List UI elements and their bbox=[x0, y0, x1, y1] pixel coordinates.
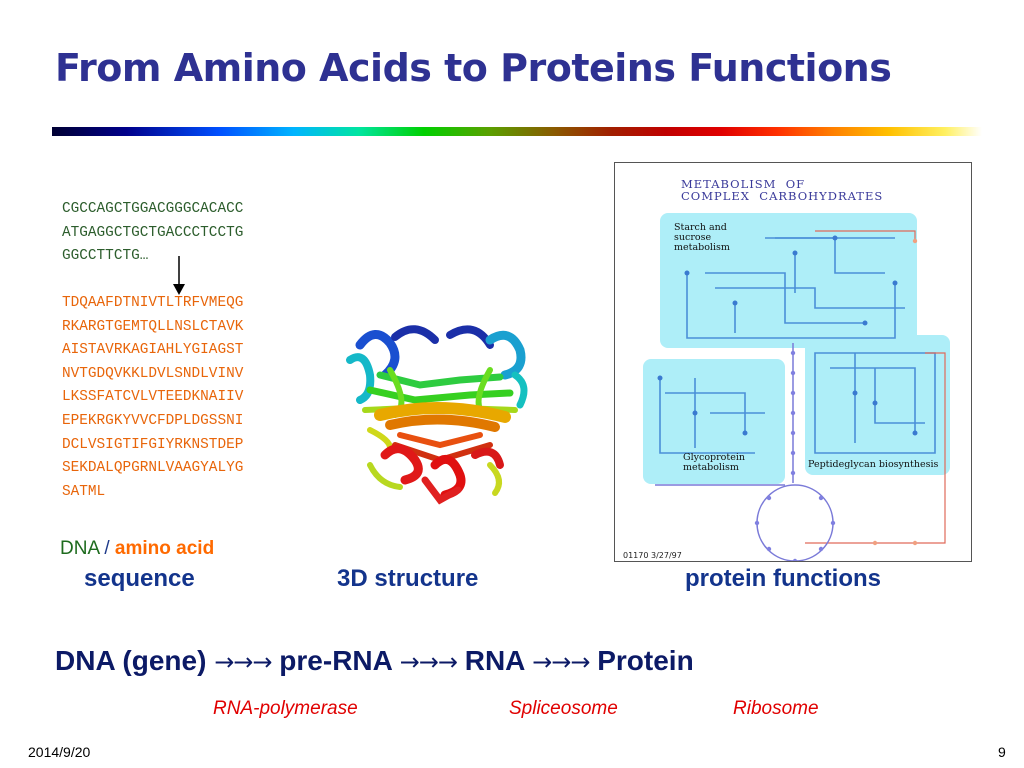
structure-caption: 3D structure bbox=[337, 565, 479, 592]
dogma-arrows-3: →→→ bbox=[532, 648, 590, 676]
dogma-pre-rna: pre-RNA bbox=[279, 645, 392, 676]
glycoprotein-pathway-panel bbox=[643, 359, 785, 484]
protein-structure-image bbox=[340, 315, 540, 510]
dogma-arrows-2: →→→ bbox=[399, 648, 458, 676]
starch-label: Starch and sucrose metabolism bbox=[674, 222, 730, 253]
functions-caption: protein functions bbox=[685, 565, 881, 592]
dogma-arrows-1: →→→ bbox=[214, 648, 272, 676]
down-arrow-icon bbox=[173, 256, 185, 295]
legend-separator: / bbox=[99, 538, 115, 559]
dogma-protein: Protein bbox=[597, 645, 694, 676]
rainbow-divider bbox=[52, 127, 982, 136]
starch-pathway-panel bbox=[660, 213, 917, 348]
footer-date: 2014/9/20 bbox=[28, 744, 91, 760]
metabolism-map: METABOLISM OF COMPLEX CARBOHYDRATES bbox=[614, 162, 972, 562]
sequence-legend: DNA / amino acid bbox=[60, 538, 214, 560]
peptidoglycan-pathway-panel bbox=[805, 335, 950, 475]
dogma-dna: DNA (gene) bbox=[55, 645, 207, 676]
metabolism-map-title: METABOLISM OF COMPLEX CARBOHYDRATES bbox=[681, 177, 884, 203]
peptidoglycan-label: Peptideglycan biosynthesis bbox=[808, 459, 939, 470]
legend-amino-acid-label: amino acid bbox=[114, 538, 215, 559]
dogma-rna: RNA bbox=[464, 645, 525, 676]
map-id-label: 01170 3/27/97 bbox=[623, 551, 682, 560]
sequence-caption: sequence bbox=[84, 565, 195, 592]
legend-dna-label: DNA bbox=[60, 538, 100, 559]
enzyme-spliceosome: Spliceosome bbox=[509, 698, 618, 719]
enzyme-ribosome: Ribosome bbox=[733, 698, 819, 719]
enzyme-rna-polymerase: RNA-polymerase bbox=[213, 698, 358, 719]
pathway-network-graphic bbox=[655, 230, 946, 561]
dna-sequence: CGCCAGCTGGACGGGCACACC ATGAGGCTGCTGACCCTC… bbox=[62, 201, 244, 265]
slide-title: From Amino Acids to Proteins Functions bbox=[55, 46, 892, 90]
page-number: 9 bbox=[998, 744, 1006, 760]
central-dogma: DNA (gene) →→→ pre-RNA →→→ RNA →→→ Prote… bbox=[55, 645, 694, 677]
amino-acid-sequence: TDQAAFDTNIVTLTRFVMEQG RKARGTGEMTQLLNSLCT… bbox=[62, 295, 244, 500]
glycoprotein-label: Glycoprotein metabolism bbox=[683, 452, 745, 473]
